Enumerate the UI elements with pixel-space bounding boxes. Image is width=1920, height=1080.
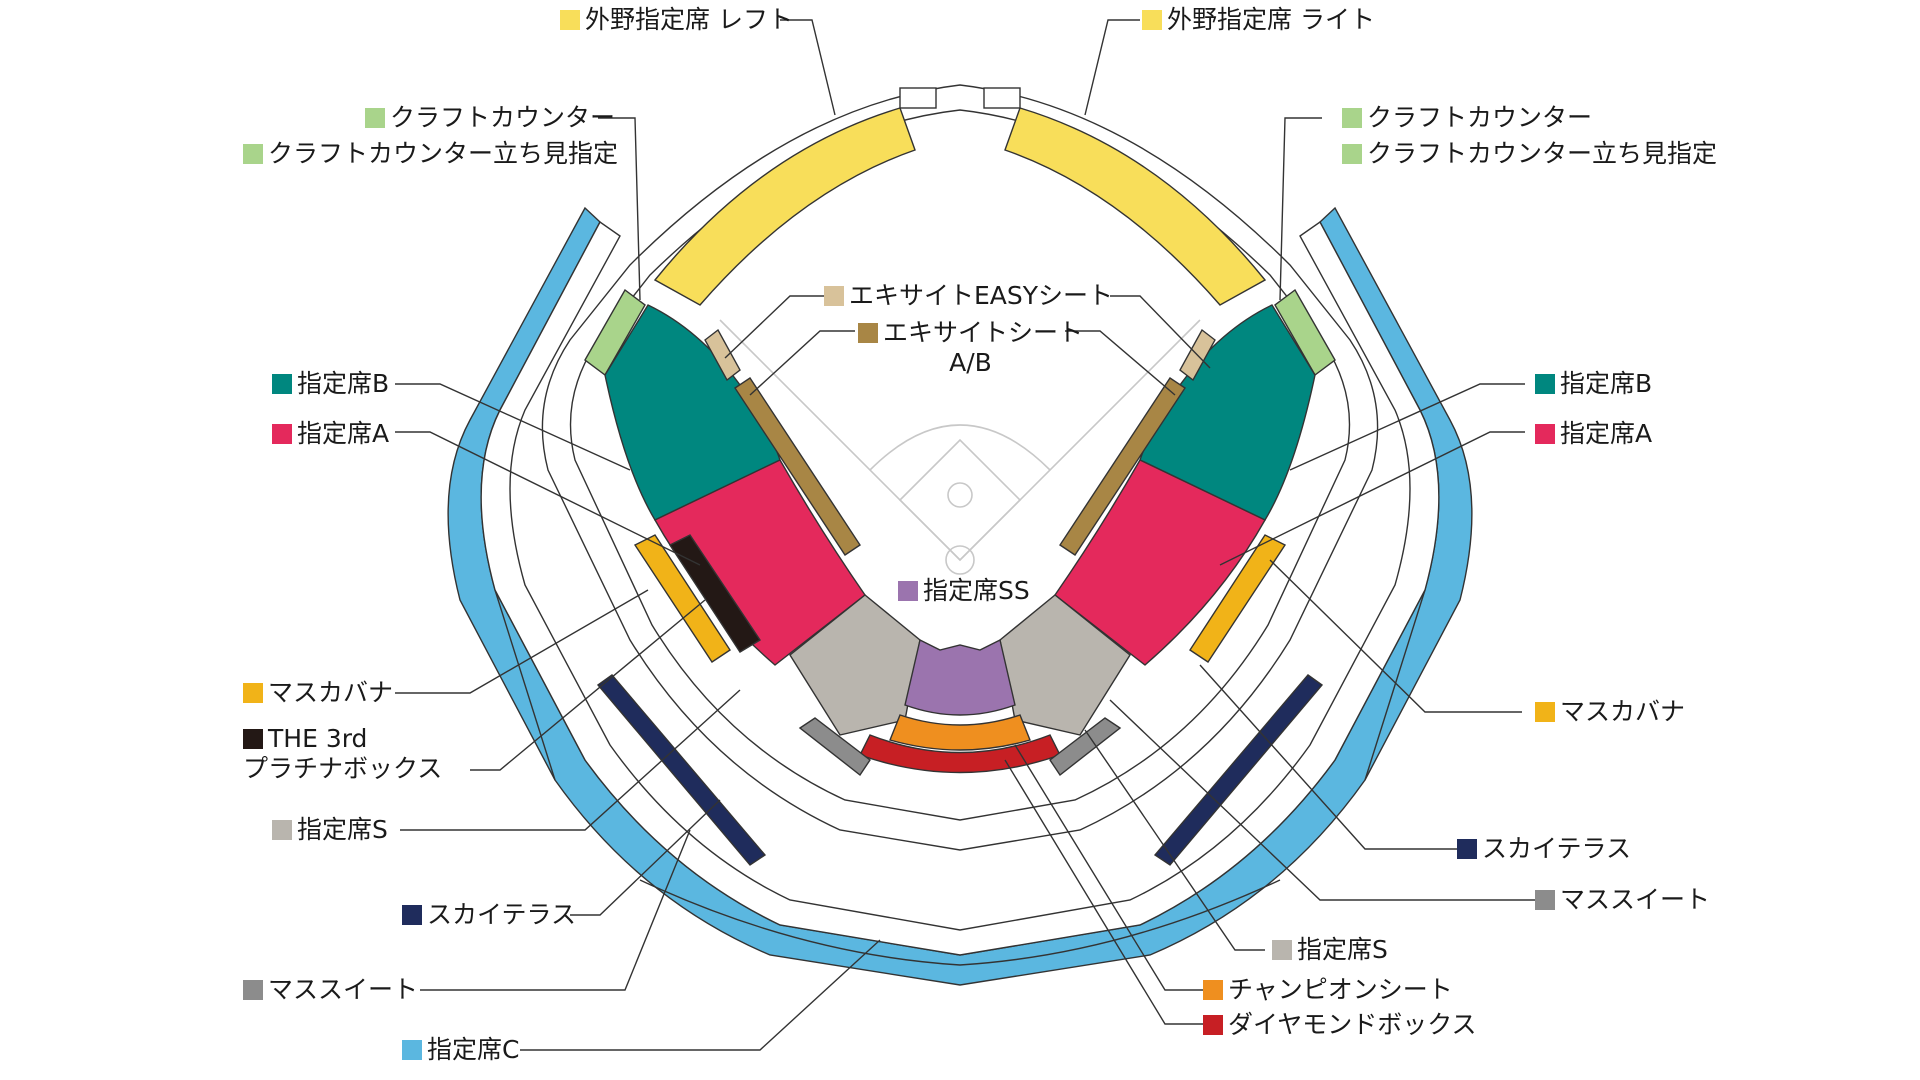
label-mass-suite-left-text: マススイート [268, 975, 419, 1004]
label-seat-b-left-text: 指定席B [297, 369, 390, 398]
label-masukabana-left-text: マスカバナ [268, 678, 394, 707]
swatch-masukabana [243, 683, 263, 703]
swatch-seat-a [1535, 424, 1555, 444]
label-seat-a-right: 指定席A [1535, 419, 1652, 449]
excite-ab-right-zone[interactable] [1059, 377, 1186, 556]
swatch-craft [365, 108, 385, 128]
label-outfield-left-text: 外野指定席 レフト [585, 5, 793, 34]
label-seat-s-right: 指定席S [1272, 935, 1388, 965]
label-platinum-text: THE 3rd [268, 724, 368, 753]
label-excite-sub: A/B [949, 348, 992, 377]
label-platinum-sub: プラチナボックス [243, 754, 443, 783]
swatch-craft [1342, 144, 1362, 164]
swatch-masukabana [1535, 702, 1555, 722]
label-seat-s-right-text: 指定席S [1297, 935, 1388, 964]
outfield-left-zone[interactable] [653, 107, 916, 306]
label-champion: チャンピオンシート [1203, 975, 1453, 1005]
label-seat-s-left-text: 指定席S [297, 815, 388, 844]
swatch-champion [1203, 980, 1223, 1000]
label-diamond-text: ダイヤモンドボックス [1228, 1010, 1477, 1039]
label-sky-terrace-right: スカイテラス [1457, 834, 1631, 864]
seat-a-right-zone[interactable] [1054, 459, 1266, 666]
swatch-platinum [243, 729, 263, 749]
outfield-right-zone[interactable] [1004, 107, 1267, 306]
swatch-seat-s [1272, 940, 1292, 960]
platinum-box-zone[interactable] [668, 534, 761, 653]
swatch-excite [858, 323, 878, 343]
label-seat-ss: 指定席SS [898, 576, 1030, 606]
label-outfield-right: 外野指定席 ライト [1142, 5, 1375, 35]
craft-counter-left-zone[interactable] [584, 288, 646, 377]
swatch-outfield [560, 10, 580, 30]
label-craft-right-1-text: クラフトカウンター [1367, 103, 1593, 132]
label-craft-left-2-text: クラフトカウンター立ち見指定 [268, 139, 619, 168]
label-seat-c-text: 指定席C [427, 1035, 520, 1064]
label-seat-b-right-text: 指定席B [1560, 369, 1653, 398]
label-craft-right-2: クラフトカウンター立ち見指定 [1342, 139, 1717, 169]
seat-ss-zone[interactable] [904, 638, 1016, 716]
mass-suite-inner-right-zone[interactable] [1049, 717, 1122, 777]
label-sky-terrace-right-text: スカイテラス [1482, 834, 1632, 863]
label-craft-left-1: クラフトカウンター [365, 103, 615, 133]
label-sky-terrace-left-text: スカイテラス [427, 900, 577, 929]
excite-ab-left-zone[interactable] [734, 377, 861, 556]
label-masukabana-right: マスカバナ [1535, 697, 1685, 727]
masukabana-left-zone[interactable] [633, 534, 731, 663]
label-mass-suite-right-text: マススイート [1560, 885, 1711, 914]
swatch-sky-terrace [1457, 839, 1477, 859]
label-excite-easy: エキサイトEASYシート [824, 281, 1113, 311]
swatch-seat-b [1535, 374, 1555, 394]
swatch-seat-c [402, 1040, 422, 1060]
label-champion-text: チャンピオンシート [1228, 975, 1453, 1004]
label-craft-right-2-text: クラフトカウンター立ち見指定 [1367, 139, 1718, 168]
label-outfield-left: 外野指定席 レフト [560, 5, 793, 35]
label-seat-a-left: 指定席A [272, 419, 389, 449]
swatch-craft [243, 144, 263, 164]
label-mass-suite-right: マススイート [1535, 885, 1710, 915]
label-seat-a-right-text: 指定席A [1560, 419, 1653, 448]
swatch-sky-terrace [402, 905, 422, 925]
label-craft-left-2: クラフトカウンター立ち見指定 [243, 139, 618, 169]
label-masukabana-left: マスカバナ [243, 678, 393, 708]
label-masukabana-right-text: マスカバナ [1560, 697, 1686, 726]
label-seat-b-left: 指定席B [272, 369, 389, 399]
excite-easy-left-zone[interactable] [704, 328, 741, 382]
label-excite-easy-text: エキサイトEASYシート [849, 281, 1114, 310]
swatch-mass-suite [1535, 890, 1555, 910]
label-diamond: ダイヤモンドボックス [1203, 1010, 1477, 1040]
swatch-outfield [1142, 10, 1162, 30]
swatch-seat-ss [898, 581, 918, 601]
sky-terrace-left-zone[interactable] [596, 674, 767, 866]
label-seat-b-right: 指定席B [1535, 369, 1652, 399]
label-seat-a-left-text: 指定席A [297, 419, 390, 448]
mass-suite-inner-left-zone[interactable] [798, 717, 871, 777]
craft-counter-right-zone[interactable] [1274, 288, 1336, 377]
label-seat-c: 指定席C [402, 1035, 519, 1065]
label-craft-right-1: クラフトカウンター [1342, 103, 1592, 133]
label-craft-left-1-text: クラフトカウンター [390, 103, 616, 132]
swatch-seat-b [272, 374, 292, 394]
swatch-easy [824, 286, 844, 306]
swatch-mass-suite [243, 980, 263, 1000]
swatch-diamond [1203, 1015, 1223, 1035]
label-sky-terrace-left: スカイテラス [402, 900, 576, 930]
swatch-craft [1342, 108, 1362, 128]
label-seat-s-left: 指定席S [272, 815, 388, 845]
masukabana-right-zone[interactable] [1189, 534, 1287, 663]
label-mass-suite-left: マススイート [243, 975, 418, 1005]
label-excite-text: エキサイトシート [883, 318, 1084, 347]
label-seat-ss-text: 指定席SS [923, 576, 1030, 605]
champion-seat-zone[interactable] [889, 714, 1031, 751]
swatch-seat-a [272, 424, 292, 444]
label-outfield-right-text: 外野指定席 ライト [1167, 5, 1375, 34]
swatch-seat-s [272, 820, 292, 840]
